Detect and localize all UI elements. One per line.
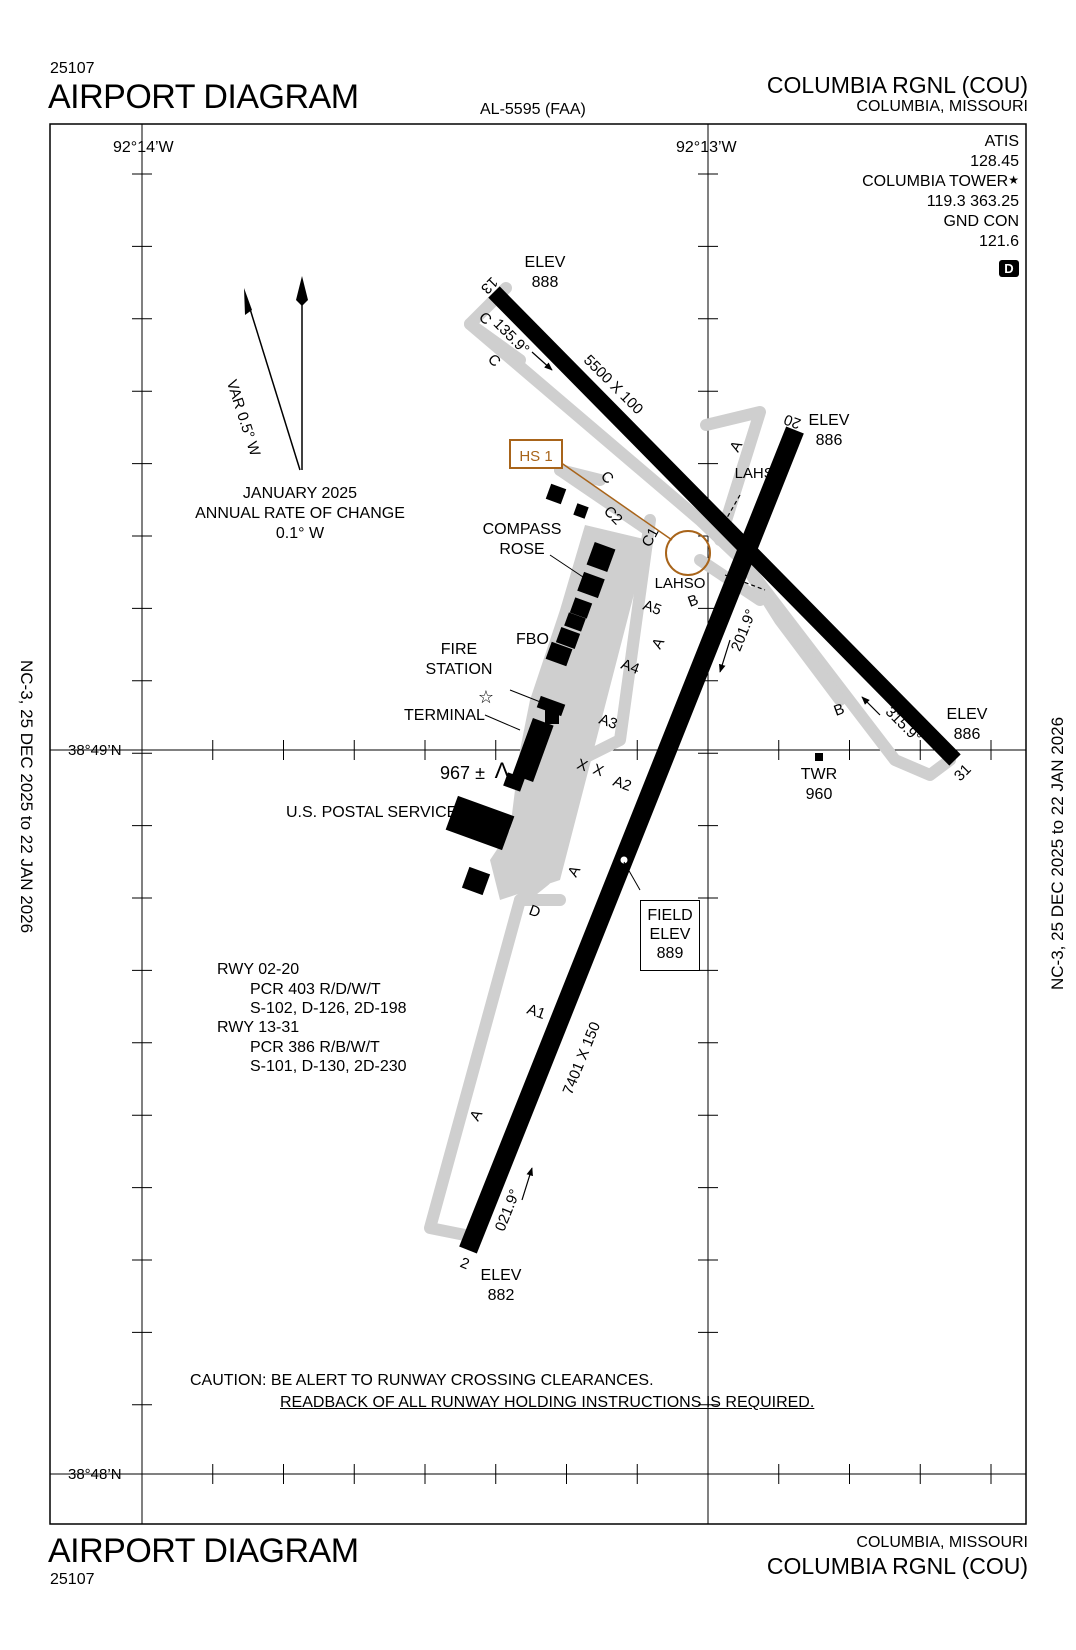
terminal-label: TERMINAL	[404, 707, 485, 724]
tower-freq: 119.3 363.25	[926, 193, 1019, 210]
compass-rose-label-2: ROSE	[499, 541, 545, 558]
elev-13-label: ELEV	[524, 254, 566, 271]
hotspot-label: HS 1	[519, 448, 552, 465]
caution-line-1: CAUTION: BE ALERT TO RUNWAY CROSSING CLE…	[190, 1372, 654, 1389]
north-arrowhead	[296, 276, 308, 306]
field-elev-dot	[620, 856, 628, 864]
elev-31-label: ELEV	[946, 706, 988, 723]
fire-station-label-1: FIRE	[440, 641, 478, 658]
fire-station-icon: ☆	[478, 687, 494, 707]
taxiway-label: A2	[611, 773, 634, 795]
twr-elev: 960	[805, 786, 833, 803]
tower-label: COLUMBIA TOWER★	[862, 173, 1019, 190]
lat-bottom-label: 38°48’N	[68, 1466, 122, 1483]
hdg-201: 201.9°	[728, 607, 760, 654]
caution-line-2: READBACK OF ALL RUNWAY HOLDING INSTRUCTI…	[280, 1394, 815, 1411]
footer-chart-number: 25107	[50, 1571, 95, 1588]
rate-line-2: ANNUAL RATE OF CHANGE	[195, 505, 405, 522]
rwy-02-20-dims: 7401 X 150	[560, 1020, 605, 1098]
lon-east-label: 92°13’W	[676, 139, 737, 156]
apron	[490, 525, 648, 900]
lon-west-label: 92°14’W	[113, 139, 174, 156]
elev-20-value: 886	[815, 432, 843, 449]
pcr-rwy-2: RWY 13-31	[217, 1019, 300, 1036]
taxiway-label: X	[591, 761, 606, 780]
pcr-rwy-1-weights: S-102, D-126, 2D-198	[250, 1000, 407, 1017]
taxiway-label: A5	[641, 597, 664, 619]
atis-freq: 128.45	[970, 153, 1019, 170]
footer-title: AIRPORT DIAGRAM	[48, 1532, 359, 1570]
ground-freq: 121.6	[978, 233, 1019, 250]
pcr-rwy-2-weights: S-101, D-130, 2D-230	[250, 1058, 407, 1075]
atis-label: ATIS	[984, 133, 1019, 150]
taxiway-label: B	[686, 591, 701, 610]
tower-symbol	[815, 753, 823, 761]
rate-line-3: 0.1° W	[275, 525, 325, 542]
ground-label: GND CON	[943, 213, 1019, 230]
taxiway-label: A3	[597, 711, 620, 733]
elev-13-value: 888	[531, 274, 559, 291]
compass-rose-label-1: COMPASS	[482, 521, 562, 538]
postal-label: U.S. POSTAL SERVICE	[286, 804, 458, 821]
rwy-2-end: 2	[458, 1254, 472, 1273]
pcr-rwy-2-value: PCR 386 R/B/W/T	[250, 1039, 380, 1056]
rwy-31-end: 31	[951, 761, 975, 785]
elev-2-value: 882	[487, 1287, 515, 1304]
lat-mid-label: 38°49’N	[68, 742, 122, 759]
rwy-20-end: 20	[782, 410, 803, 432]
grid-ticks	[132, 173, 992, 1484]
airport-location: COLUMBIA, MISSOURI	[856, 98, 1028, 115]
taxiway-label: A	[649, 635, 669, 652]
magnetic-north-arrow	[245, 295, 301, 471]
taxiway-label: A4	[619, 656, 642, 678]
obstacle-label: 967 ±	[440, 763, 485, 783]
pcr-rwy-1: RWY 02-20	[217, 961, 300, 978]
diagram-badge: D	[999, 260, 1019, 277]
magnetic-arrowhead	[244, 288, 252, 315]
lahso-line-b	[724, 574, 766, 591]
hotspot-circle	[665, 530, 711, 576]
footer-airport-name: COLUMBIA RGNL (COU)	[766, 1553, 1028, 1579]
elev-31-value: 886	[953, 726, 981, 743]
obstacle-icon: Λ	[495, 758, 510, 783]
lahso-label-south: LAHSO	[655, 575, 706, 592]
twr-label: TWR	[800, 766, 838, 783]
elev-2-label: ELEV	[480, 1267, 522, 1284]
elev-20-label: ELEV	[808, 412, 850, 429]
lahso-label-north: LAHSO	[735, 465, 786, 482]
hotspot-leader	[559, 461, 673, 541]
chart-number: 25107	[50, 60, 95, 77]
airport-name: COLUMBIA RGNL (COU)	[766, 72, 1028, 98]
star-icon: ★	[1008, 173, 1019, 187]
runway-02-20	[459, 426, 804, 1254]
fbo-label: FBO	[516, 631, 549, 648]
taxiway-label: A	[467, 1107, 487, 1124]
taxiway-label: A1	[525, 1001, 548, 1023]
buildings	[445, 483, 616, 896]
pcr-rwy-1-value: PCR 403 R/D/W/T	[250, 981, 381, 998]
chart-frame	[49, 123, 1027, 1525]
field-elev-box: FIELD ELEV 889	[640, 900, 700, 971]
runway-13-31	[488, 286, 961, 766]
footer-location: COLUMBIA, MISSOURI	[856, 1534, 1028, 1551]
publication-number: AL-5595 (FAA)	[480, 101, 586, 118]
fire-station-label-2: STATION	[425, 661, 493, 678]
hotspot-box	[509, 439, 563, 469]
page-title: AIRPORT DIAGRAM	[48, 78, 359, 116]
rate-line-1: JANUARY 2025	[242, 485, 358, 502]
taxiway-label: A	[565, 863, 585, 880]
